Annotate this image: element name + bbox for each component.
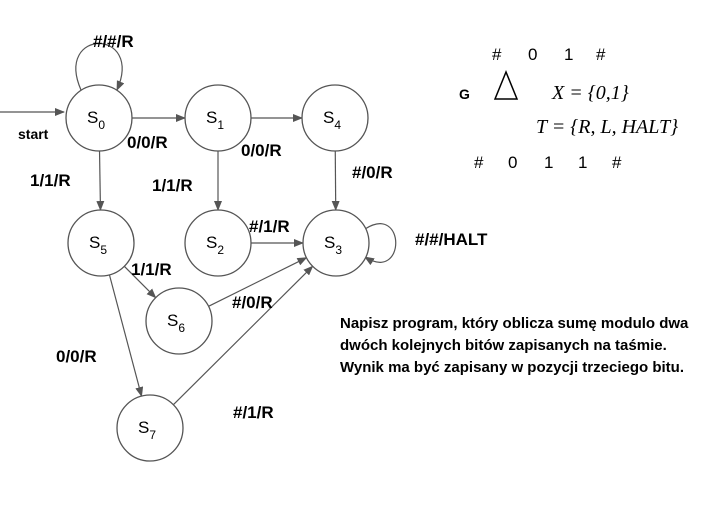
transition-label: #/0/R [352, 163, 393, 182]
transition-label: #/#/R [93, 32, 134, 51]
transition-label: 1/1/R [131, 260, 172, 279]
task-description: Napisz program, który oblicza sumę modul… [340, 315, 689, 376]
tape-cell: # [474, 153, 484, 172]
tape-top: #0 1 # [492, 45, 606, 64]
state-s2 [184, 209, 252, 277]
head-label: G [459, 86, 470, 102]
tape-cell: 0 [528, 45, 537, 64]
transition-label: #/1/R [249, 217, 290, 236]
transition-s7-s3 [172, 265, 314, 406]
transition-label: 1/1/R [30, 171, 71, 190]
start-label: start [18, 126, 49, 142]
actions-formula: T = {R, L, HALT} [536, 116, 678, 138]
tape-cell: 0 [508, 153, 517, 172]
transition-label: 0/0/R [56, 347, 97, 366]
state-s6 [145, 287, 213, 355]
transition-s3-s3 [364, 223, 397, 266]
transition-s6-s3 [208, 257, 308, 307]
alphabet-formula: X = {0,1} [551, 82, 629, 104]
tape-head-triangle [493, 70, 519, 100]
tape-bottom: #0 1 1 # [474, 153, 622, 172]
state-s7 [116, 394, 184, 462]
tape-cell: # [596, 45, 606, 64]
transition-s5-s7 [108, 274, 144, 398]
state-s4 [301, 84, 369, 152]
tape-cell: 1 [544, 153, 553, 172]
state-s5 [67, 209, 135, 277]
transition-label: 1/1/R [152, 176, 193, 195]
transition-label: 0/0/R [127, 133, 168, 152]
tape-cell: # [612, 153, 622, 172]
transition-s5-s6 [123, 265, 157, 299]
state-s3 [302, 209, 370, 277]
transition-s0-s5 [96, 150, 105, 212]
transition-s0-s0 [75, 42, 125, 91]
tape-cell: # [492, 45, 502, 64]
transition-label: #/#/HALT [415, 230, 488, 249]
tape-cell: 1 [578, 153, 587, 172]
transition-label: #/0/R [232, 293, 273, 312]
tape-cell: 1 [564, 45, 573, 64]
transition-label: #/1/R [233, 403, 274, 422]
transition-label: 0/0/R [241, 141, 282, 160]
state-s1 [184, 84, 252, 152]
state-s0 [65, 84, 133, 152]
